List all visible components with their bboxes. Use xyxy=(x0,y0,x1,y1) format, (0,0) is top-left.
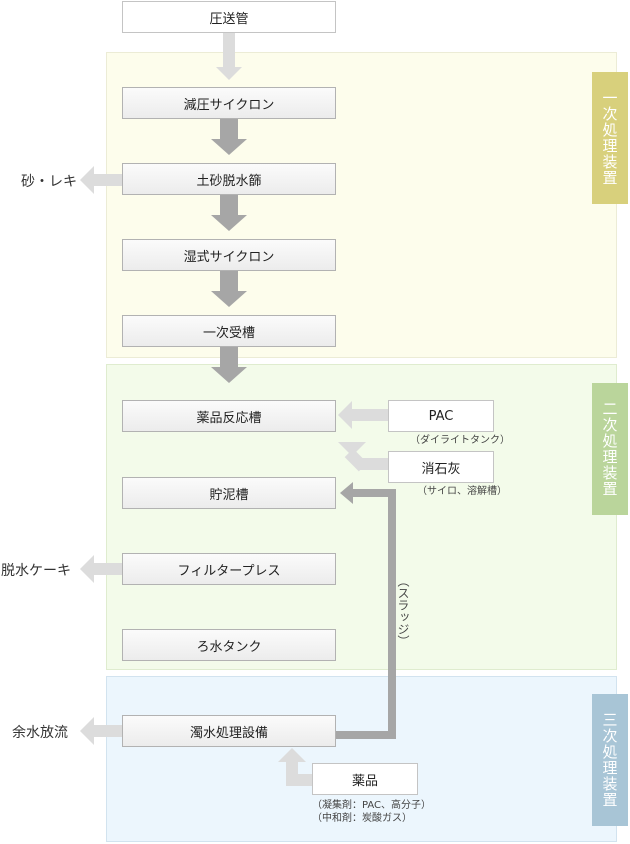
cake-output: 脱水ケーキ xyxy=(1,563,71,579)
arrow-down-2 xyxy=(211,195,247,231)
stage-label-secondary: 二次処理装置 xyxy=(592,383,628,515)
chemical-reaction-tank-node: 薬品反応槽 xyxy=(122,400,336,432)
filter-press-node: フィルタープレス xyxy=(122,553,336,585)
lime-note: （サイロ、溶解槽） xyxy=(417,486,507,497)
stage-label-primary: 一次処理装置 xyxy=(592,72,628,204)
pac-note: （ダイライトタンク） xyxy=(410,435,510,446)
gravel-output: 砂・レキ xyxy=(21,174,77,190)
wet-cyclone-node: 湿式サイクロン xyxy=(122,239,336,271)
arrow-pac-in xyxy=(338,401,388,429)
earth-sand-screen-node: 土砂脱水篩 xyxy=(122,163,336,195)
arrow-down-3 xyxy=(211,271,247,307)
discharge-output: 余水放流 xyxy=(12,725,68,741)
arrow-out-cake xyxy=(80,555,122,583)
arrow-down-4 xyxy=(211,347,247,383)
arrow-down-1 xyxy=(211,119,247,155)
arrow-lime-in xyxy=(338,442,388,472)
primary-tank-node: 一次受槽 xyxy=(122,315,336,347)
chemicals-note-1: （凝集剤：PAC、高分子） xyxy=(312,800,432,811)
pipe-node: 圧送管 xyxy=(122,1,336,33)
chemicals-note-2: （中和剤：炭酸ガス） xyxy=(312,813,412,824)
arrow-chemicals-in xyxy=(278,748,312,786)
decompression-cyclone-node: 減圧サイクロン xyxy=(122,87,336,119)
arrow-sludge-return xyxy=(336,482,396,739)
arrow-out-discharge xyxy=(80,717,122,745)
storage-tank-node: 貯泥槽 xyxy=(122,477,336,509)
turbid-water-facility-node: 濁水処理設備 xyxy=(122,715,336,747)
pac-node: PAC xyxy=(388,400,494,432)
arrow-out-gravel xyxy=(80,166,122,194)
arrow-pipe-to-cyclone xyxy=(216,33,242,80)
sludge-label: （スラッジ） xyxy=(396,575,410,647)
stage-label-tertiary: 三次処理装置 xyxy=(592,694,628,826)
filtrate-tank-node: ろ水タンク xyxy=(122,629,336,661)
chemicals-node: 薬品 xyxy=(312,763,418,795)
lime-node: 消石灰 xyxy=(388,451,494,483)
tertiary-zone xyxy=(106,676,617,842)
